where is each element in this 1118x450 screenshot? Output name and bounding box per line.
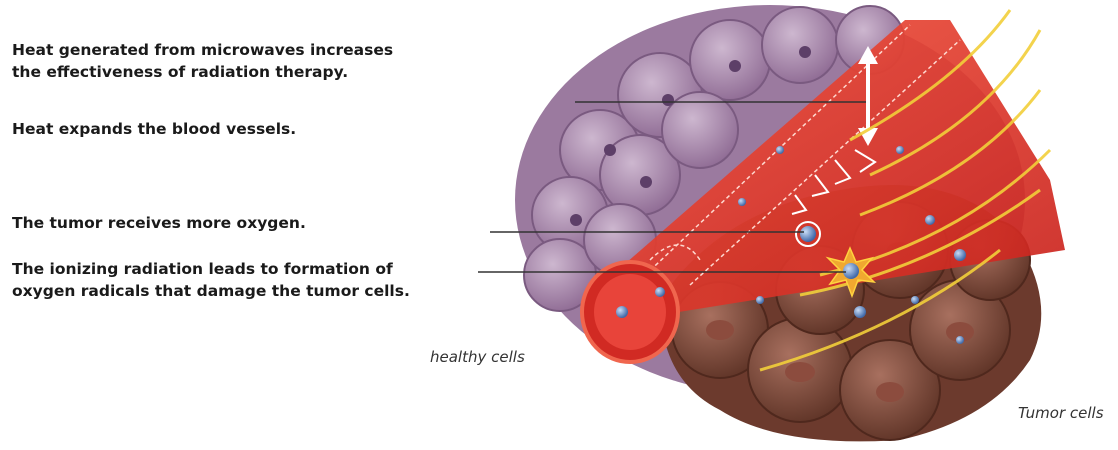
caption-oxygen-supply: The tumor receives more oxygen. [12, 212, 306, 234]
caption-vessel-expansion: Heat expands the blood vessels. [12, 118, 296, 140]
tumor-cells-label: Tumor cells [1018, 404, 1104, 422]
caption-heat-effectiveness: Heat generated from microwaves increases… [12, 39, 393, 83]
caption-radiation-effect: The ionizing radiation leads to formatio… [12, 258, 410, 302]
healthy-cells-label: healthy cells [430, 348, 525, 366]
